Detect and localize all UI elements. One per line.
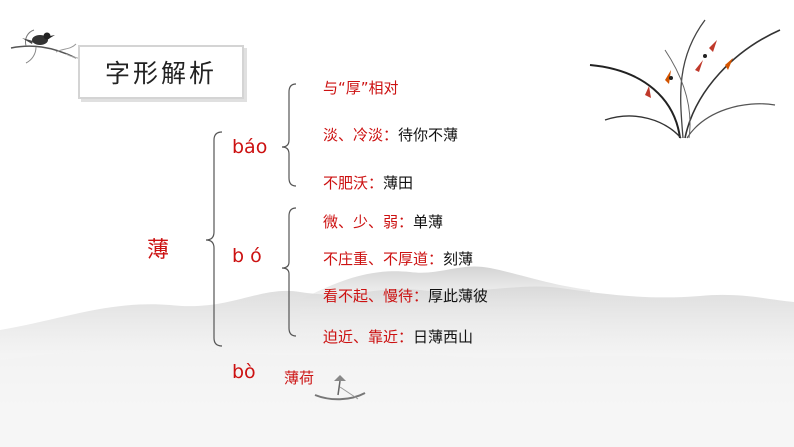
main-character: 薄	[147, 238, 170, 263]
meaning-item: 淡、冷淡：待你不薄	[323, 124, 458, 145]
meaning-definition: 与“厚”相对	[323, 79, 399, 97]
meaning-definition: 看不起、慢待：	[323, 287, 429, 305]
pinyin-bo: b ó	[232, 245, 262, 267]
meaning-definition: 微、少、弱：	[323, 213, 414, 231]
meaning-item: 微、少、弱：单薄	[323, 211, 443, 232]
meaning-example: 薄田	[383, 174, 414, 192]
meaning-item: 看不起、慢待：厚此薄彼	[323, 285, 488, 306]
pinyin-bo4: bò	[232, 361, 256, 383]
meaning-definition: 不肥沃：	[323, 174, 384, 192]
bird-icon	[10, 29, 85, 64]
pinyin-bao: báo	[232, 136, 268, 158]
meaning-definition: 不庄重、不厚道：	[323, 250, 444, 268]
meaning-example: 单薄	[413, 213, 444, 231]
meaning-example: 厚此薄彼	[428, 287, 489, 305]
meaning-example: 日薄西山	[413, 328, 474, 346]
word-bohe: 薄荷	[284, 369, 315, 387]
page-title: 字形解析	[104, 59, 217, 88]
orchid-icon	[589, 19, 781, 139]
boat-icon	[314, 375, 366, 401]
meaning-example: 待你不薄	[398, 126, 459, 144]
meaning-definition: 迫近、靠近：	[323, 328, 414, 346]
meaning-definition: 淡、冷淡：	[323, 126, 399, 144]
meaning-item: 与“厚”相对	[323, 77, 399, 98]
meaning-item: 不庄重、不厚道：刻薄	[323, 248, 473, 269]
meaning-item: 迫近、靠近：日薄西山	[323, 326, 473, 347]
title-box: 字形解析	[78, 45, 244, 99]
meaning-example: 刻薄	[443, 250, 474, 268]
meaning-item: 不肥沃：薄田	[323, 172, 413, 193]
